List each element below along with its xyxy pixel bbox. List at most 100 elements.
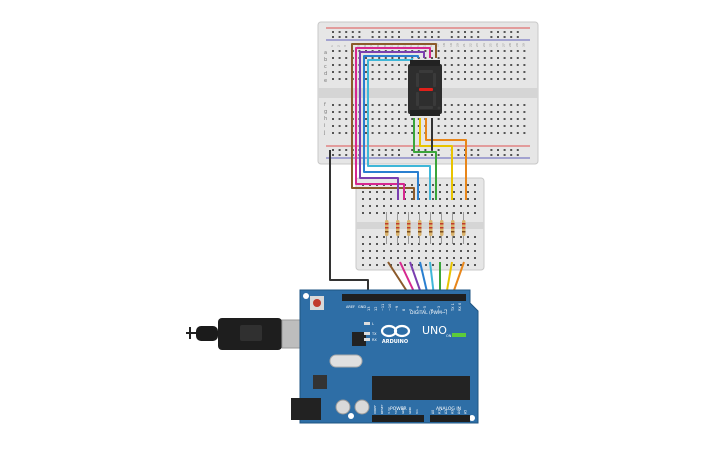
breadboard-hole <box>453 198 455 200</box>
breadboard-hole <box>425 191 427 193</box>
breadboard-hole <box>483 104 486 106</box>
column-number: 24 <box>482 43 486 47</box>
breadboard-hole <box>404 243 406 245</box>
rail-hole <box>378 149 381 151</box>
rail-hole <box>371 31 374 33</box>
breadboard-hole <box>411 184 413 186</box>
breadboard-hole <box>383 236 385 238</box>
rail-hole <box>503 36 506 38</box>
breadboard-hole <box>411 198 413 200</box>
breadboard-hole <box>477 111 480 113</box>
breadboard-hole <box>457 132 460 134</box>
breadboard-hole <box>523 78 526 80</box>
breadboard-hole <box>338 104 341 106</box>
rail-hole <box>457 31 460 33</box>
resistor-band <box>451 223 455 225</box>
breadboard-hole <box>503 111 506 113</box>
breadboard-hole <box>425 264 427 266</box>
rail-hole <box>378 36 381 38</box>
rail-hole <box>477 149 480 151</box>
breadboard-hole <box>450 57 453 59</box>
breadboard-hole <box>446 243 448 245</box>
rail-hole <box>457 149 460 151</box>
rail-hole <box>437 154 440 156</box>
gnd-label: GND <box>358 305 366 309</box>
breadboard-hole <box>404 64 407 66</box>
wire-green <box>413 118 437 200</box>
breadboard-hole <box>378 71 381 73</box>
rail-hole <box>503 31 506 33</box>
breadboard-hole <box>503 71 506 73</box>
digital-pin-label: 7 <box>409 309 413 311</box>
breadboard-hole <box>467 205 469 207</box>
breadboard-hole <box>464 111 466 113</box>
column-number: 26 <box>495 43 499 47</box>
breadboard-hole <box>369 250 371 252</box>
breadboard-hole <box>345 71 348 73</box>
breadboard-hole <box>398 132 400 134</box>
breadboard-hole <box>474 257 476 259</box>
breadboard-hole <box>510 118 513 120</box>
segment-b <box>433 73 436 87</box>
breadboard-hole <box>411 205 413 207</box>
column-number: 13 <box>409 43 413 47</box>
breadboard-hole <box>477 71 480 73</box>
wire-yellow <box>419 118 453 200</box>
mount-hole <box>348 413 354 419</box>
breadboard-hole <box>338 118 341 120</box>
breadboard-hole <box>464 132 466 134</box>
breadboard-hole <box>384 57 387 59</box>
rail-hole <box>345 36 348 38</box>
resistor-band <box>462 227 466 229</box>
breadboard-hole <box>369 264 371 266</box>
rx-led <box>364 338 370 341</box>
digital-pin-label: ~11 <box>381 304 385 311</box>
breadboard-hole <box>503 50 506 52</box>
breadboard-hole <box>432 212 434 214</box>
breadboard-hole <box>503 57 506 59</box>
breadboard-hole <box>425 184 427 186</box>
rail-hole <box>384 149 387 151</box>
wire-magenta <box>355 47 431 200</box>
usb-plug-grip <box>240 325 262 341</box>
resistor-band <box>418 231 422 233</box>
breadboard-hole <box>383 243 385 245</box>
breadboard-hole <box>432 191 434 193</box>
column-number: 19 <box>449 43 453 47</box>
breadboard-hole <box>425 212 427 214</box>
breadboard-hole <box>378 104 381 106</box>
breadboard-hole <box>439 184 441 186</box>
breadboard-hole <box>376 250 378 252</box>
rail-hole <box>332 154 334 156</box>
breadboard-hole <box>425 236 427 238</box>
breadboard-hole <box>345 50 348 52</box>
breadboard-hole <box>510 57 513 59</box>
breadboard-hole <box>446 250 448 252</box>
breadboard-hole <box>369 191 371 193</box>
breadboard-hole <box>444 71 447 73</box>
column-number: 21 <box>462 43 466 47</box>
row-label: h <box>324 116 327 122</box>
resistor-band <box>407 231 411 233</box>
analog-pin-label: A0 <box>431 410 435 414</box>
breadboard-hole <box>467 250 469 252</box>
breadboard-hole <box>362 243 364 245</box>
breadboard-hole <box>332 78 334 80</box>
breadboard-hole <box>383 257 385 259</box>
breadboard-hole <box>425 257 427 259</box>
breadboard-hole <box>365 125 367 127</box>
rail-hole <box>345 31 348 33</box>
capacitor <box>354 399 370 415</box>
digital-pin-label: 2 <box>444 309 448 311</box>
breadboard-hole <box>417 125 420 127</box>
wire-purple <box>359 51 425 200</box>
rail-hole <box>391 31 394 33</box>
digital-header <box>342 294 466 301</box>
breadboard-hole <box>439 205 441 207</box>
rail-hole <box>470 36 473 38</box>
breadboard-hole <box>369 243 371 245</box>
rail-hole <box>424 154 427 156</box>
breadboard-hole <box>503 118 506 120</box>
breadboard-hole <box>437 57 440 59</box>
breadboard-hole <box>390 250 392 252</box>
